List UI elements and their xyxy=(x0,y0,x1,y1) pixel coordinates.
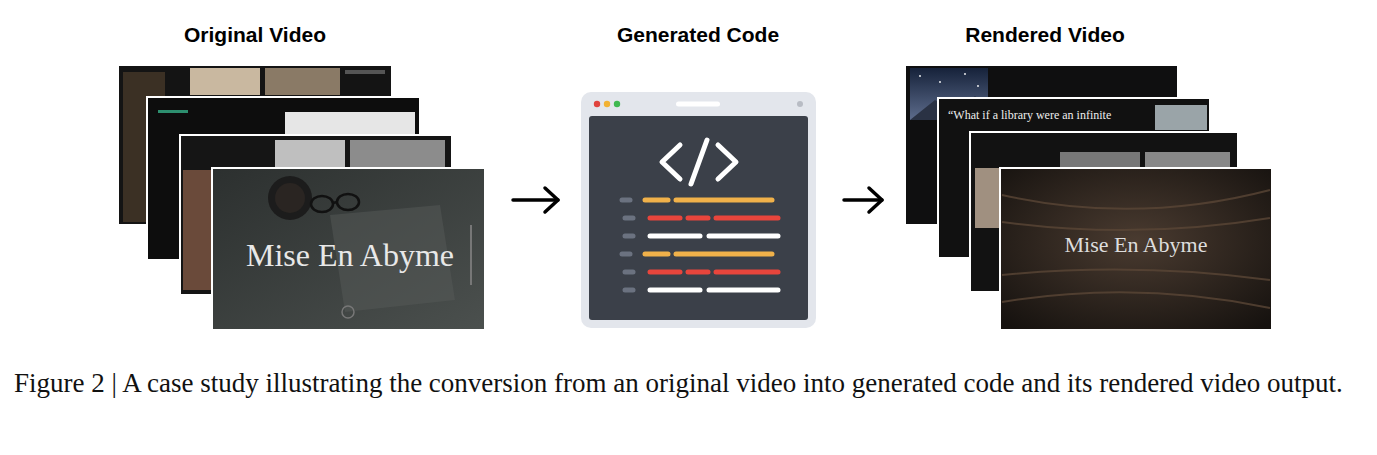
frame-text: Mise En Abyme xyxy=(246,236,454,274)
stage-heading: Original Video xyxy=(184,22,326,48)
code-window xyxy=(581,92,816,328)
figure-caption: Figure 2 | A case study illustrating the… xyxy=(14,364,1370,402)
stage-group: Generated Code xyxy=(581,20,816,328)
original-frames xyxy=(118,65,485,330)
stage-group: Original Video xyxy=(118,20,485,330)
flow-arrow xyxy=(844,188,882,212)
stage-heading: Generated Code xyxy=(617,22,779,48)
rendered-frames xyxy=(905,65,1272,330)
stage-heading: Rendered Video xyxy=(965,22,1125,48)
frame-text: Mise En Abyme xyxy=(1065,232,1208,258)
flow-arrow xyxy=(513,188,558,212)
frame-text: “What if a library were an infinite xyxy=(948,108,1111,122)
stage-group: Rendered Video xyxy=(905,20,1272,330)
